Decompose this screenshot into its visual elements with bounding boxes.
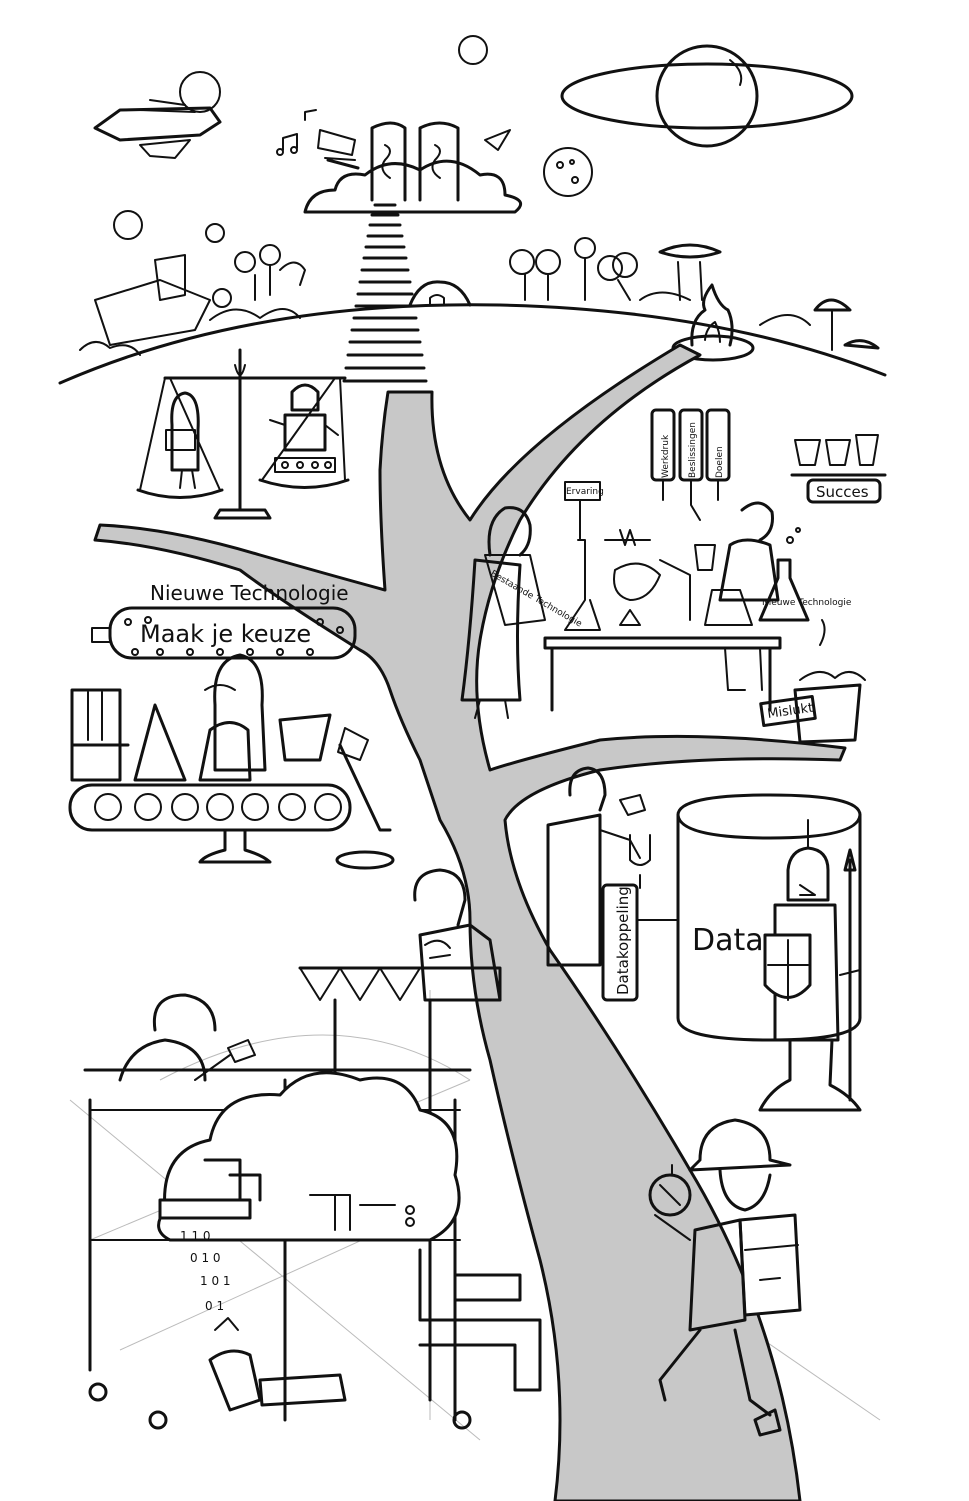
stairway <box>342 203 428 383</box>
lookout-figure <box>413 868 502 1002</box>
bubble <box>458 35 488 65</box>
hiker <box>648 1118 802 1437</box>
bubble <box>113 210 143 240</box>
label-mislukt: Mislukt <box>766 701 814 722</box>
label-nieuwe-technologie-banner: Nieuwe Technologie <box>150 581 349 605</box>
label-succes: Succes <box>816 483 869 501</box>
moon-small <box>179 71 221 113</box>
svg-text:0 1: 0 1 <box>205 1299 224 1313</box>
cratered-planet <box>543 147 593 197</box>
bubble <box>205 223 225 243</box>
label-data: Data <box>692 923 764 958</box>
cloud-factory: 1 1 0 0 1 0 1 0 1 0 1 <box>83 966 542 1430</box>
heaven-gate <box>303 121 523 214</box>
label-doelen: Doelen <box>715 446 725 478</box>
label-beslissingen: Beslissingen <box>688 422 698 478</box>
choice-machine: Nieuwe Technologie Maak je keuze <box>68 581 395 870</box>
laboratory: Werkdruk Beslissingen Doelen Succes Best… <box>460 408 887 744</box>
label-nieuwe-technologie-flask: Nieuwe Technologie <box>762 598 852 608</box>
svg-text:1 0 1: 1 0 1 <box>200 1274 231 1288</box>
music-notes-icon <box>276 109 317 156</box>
label-datakoppeling: Datakoppeling <box>614 886 632 995</box>
data-storage: Data Datakoppeling <box>546 766 862 1112</box>
ringed-planet <box>560 44 854 148</box>
svg-text:1 1 0: 1 1 0 <box>180 1229 211 1243</box>
svg-text:0 1 0: 0 1 0 <box>190 1251 221 1265</box>
balance-scale <box>136 348 350 520</box>
label-maak-je-keuze: Maak je keuze <box>140 620 311 648</box>
label-werkdruk: Werkdruk <box>661 434 671 478</box>
label-ervaring: Ervaring <box>566 487 604 497</box>
sky-elements <box>93 35 854 243</box>
airplane-icon <box>93 99 222 159</box>
horizon <box>58 237 887 385</box>
